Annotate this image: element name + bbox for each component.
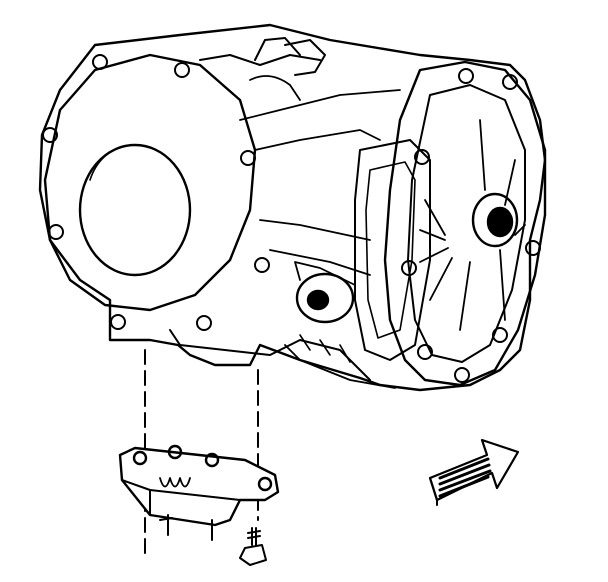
- output-hub: [471, 192, 519, 248]
- rear-cover-bolt-ring: [383, 60, 547, 387]
- mount-bolt: [239, 527, 267, 566]
- side-boss-hole: [306, 289, 330, 311]
- bell-housing-outline: [38, 23, 547, 392]
- input-opening: [78, 143, 192, 277]
- transmission-housing: [38, 23, 547, 392]
- bell-housing-face: [43, 53, 257, 312]
- side-boss: [295, 272, 355, 324]
- rear-cover-outline: [383, 60, 547, 387]
- bearing-cap: [354, 139, 431, 361]
- bell-housing-bolts: [42, 54, 270, 331]
- direction-arrow: [428, 438, 520, 506]
- mount-bracket: [118, 444, 280, 541]
